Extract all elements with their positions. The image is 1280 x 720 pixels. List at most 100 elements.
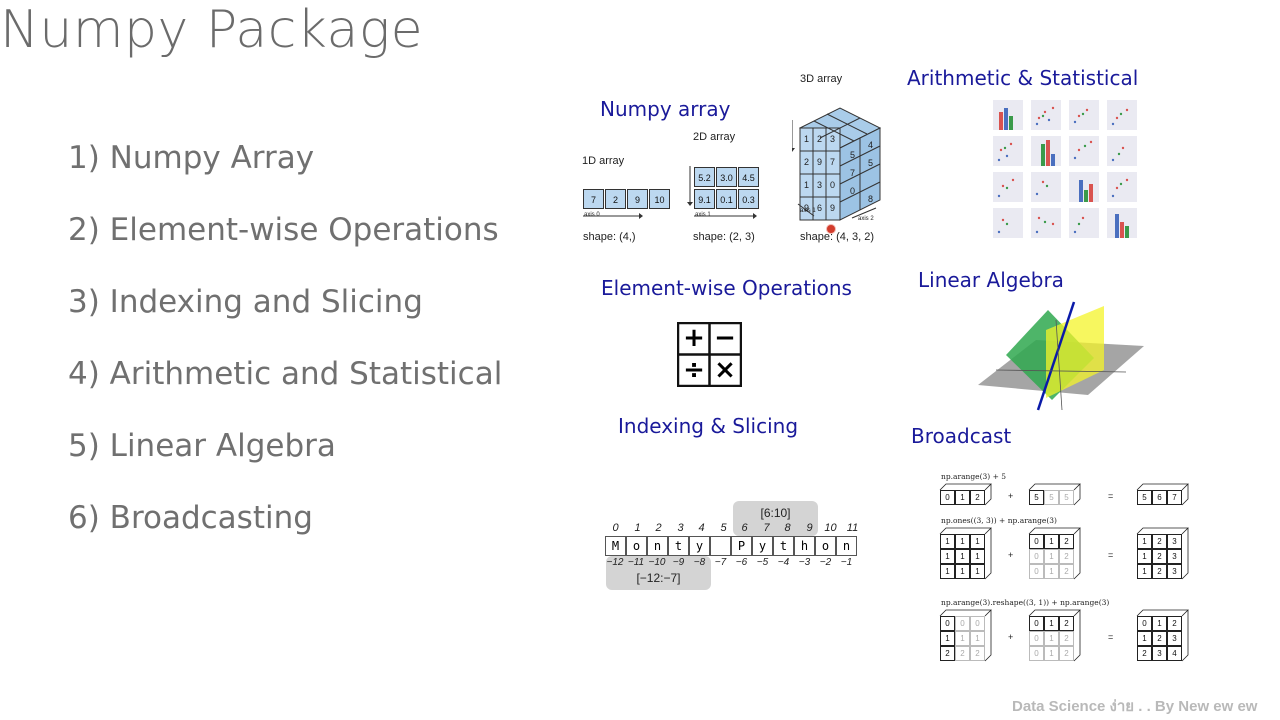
array-3d-value: 9 [804,203,810,213]
broadcast-cell: 2 [1059,534,1074,549]
broadcast-cell-edges [1136,609,1189,662]
negative-index: −4 [777,557,790,568]
broadcast-cell: 4 [1167,646,1182,661]
array-3d-side-value: 0 [850,186,856,196]
broadcast-cell: 1 [1044,631,1059,646]
array-2d-cell: 3.0 [716,167,737,187]
negative-index: −3 [798,557,811,568]
divide-symbol: ÷ [683,355,705,385]
broadcast-cell: 0 [1029,534,1044,549]
shape-2d: shape: (2, 3) [693,231,755,243]
array-3d-side-value: 8 [868,194,874,204]
broadcast-cell: 2 [970,646,985,661]
broadcast-cell: 0 [970,616,985,631]
watermark: Data Science ง่าย . . By New ew ew [1012,698,1258,715]
array-3d-block [792,107,882,221]
broadcast-cell: 0 [940,616,955,631]
broadcast-cell: 0 [1029,549,1044,564]
positive-index: 11 [846,522,859,534]
slice-bottom-label: [−12:−7] [636,571,681,585]
array-2d-cell: 4.5 [738,167,759,187]
broadcast-cell: 2 [1167,616,1182,631]
axis-0-label: axis 0 [584,212,600,218]
broadcast-cell: 5 [1044,490,1059,505]
broadcast-cell: 1 [1044,564,1059,579]
axis-3d-label: axis 1 [800,208,816,214]
broadcast-caption: np.arange(3).reshape((3, 1)) + np.arange… [941,598,1110,607]
broadcast-cell: 2 [1152,549,1167,564]
topic-6: 6) Broadcasting [68,500,313,536]
negative-index: −2 [819,557,832,568]
broadcast-equals: = [1108,490,1114,501]
broadcast-cell: 1 [1137,564,1152,579]
broadcast-cell: 1 [955,534,970,549]
array-1d-cell: 10 [649,189,670,209]
broadcast-cell-edges [939,609,992,662]
plus-symbol: + [683,323,705,353]
section-arithmetic: Arithmetic & Statistical [907,66,1139,90]
broadcast-cell: 1 [940,549,955,564]
broadcast-cell: 1 [955,490,970,505]
positive-index: 2 [655,522,662,534]
label-1d-array: 1D array [582,155,625,167]
array-3d-value: 7 [830,157,836,167]
broadcast-cell: 3 [1167,564,1182,579]
broadcast-cell-edges [1028,527,1081,580]
negative-index: −5 [756,557,769,568]
broadcast-cell: 7 [1167,490,1182,505]
section-linear-algebra: Linear Algebra [918,268,1064,292]
array-2d-cell: 0.1 [716,189,737,209]
string-char: y [752,536,773,556]
broadcast-cell: 2 [970,490,985,505]
positive-index: 8 [784,522,791,534]
array-3d-value: 2 [817,134,823,144]
broadcast-cell: 1 [955,631,970,646]
pairplot-image [983,98,1145,242]
broadcast-cell: 5 [1137,490,1152,505]
broadcast-cell: 3 [1167,549,1182,564]
section-indexing: Indexing & Slicing [618,414,799,438]
broadcast-cell: 1 [1152,616,1167,631]
broadcast-cell: 1 [955,549,970,564]
broadcast-cell: 1 [940,534,955,549]
broadcast-caption: np.ones((3, 3)) + np.arange(3) [941,516,1057,525]
slice-bottom-highlight [606,556,711,590]
string-char: o [626,536,647,556]
axis-1-label: axis 1 [695,212,711,218]
broadcast-cell: 3 [1152,646,1167,661]
positive-index: 3 [677,522,684,534]
broadcast-cell: 0 [955,616,970,631]
shape-3d: shape: (4, 3, 2) [800,231,874,243]
topic-5: 5) Linear Algebra [68,428,336,464]
negative-index: −8 [693,557,706,568]
array-3d-value: 1 [804,180,810,190]
broadcast-cell: 2 [1059,564,1074,579]
broadcast-cell-edges [1136,483,1189,506]
negative-index: −7 [714,557,727,568]
broadcast-caption: np.arange(3) + 5 [941,472,1007,481]
negative-index: −11 [627,557,645,568]
broadcast-cell: 0 [1029,564,1044,579]
broadcast-cell-edges [939,483,992,506]
broadcast-cell: 2 [1152,564,1167,579]
broadcast-cell-edges [1028,609,1081,662]
positive-index: 7 [763,522,770,534]
broadcast-cell: 0 [1029,631,1044,646]
string-char: y [689,536,710,556]
array-1d-cell: 2 [605,189,626,209]
label-3d-array: 3D array [800,73,843,85]
section-elementwise: Element-wise Operations [601,276,852,300]
string-char: h [794,536,815,556]
section-numpy-array: Numpy array [600,97,731,121]
broadcast-cell: 2 [1137,646,1152,661]
broadcast-cell: 2 [1059,631,1074,646]
string-char: P [731,536,752,556]
positive-index: 4 [698,522,705,534]
axis-3d-label: axis 2 [858,216,874,222]
broadcast-cell: 5 [1059,490,1074,505]
broadcast-equals: = [1108,549,1114,560]
array-axes-arrows [583,166,757,219]
array-3d-value: 2 [804,157,810,167]
array-3d-value: 1 [804,134,810,144]
positive-index: 1 [634,522,641,534]
